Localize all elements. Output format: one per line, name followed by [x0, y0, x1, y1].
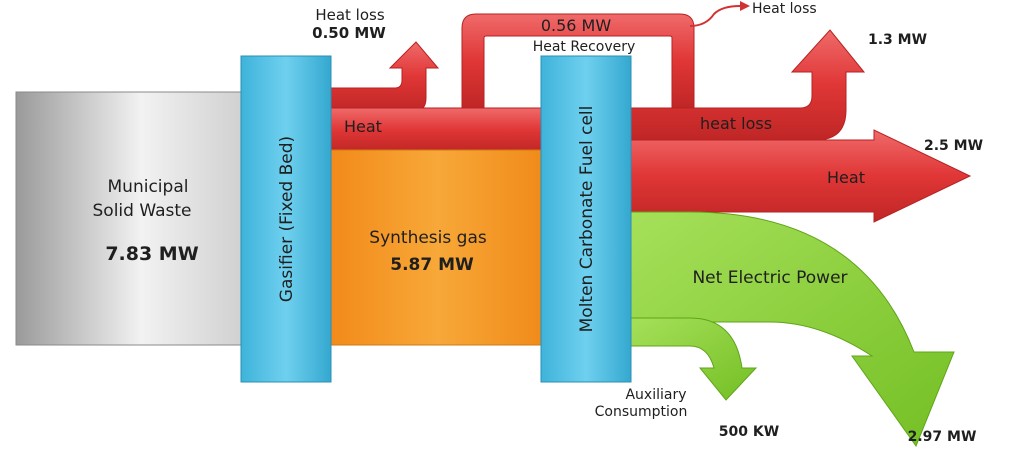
synthesis-gas-label: Synthesis gas	[369, 228, 487, 248]
heat-recovery-label: Heat Recovery	[533, 39, 636, 55]
net-electric-label: Net Electric Power	[692, 268, 847, 288]
waste-block	[15, 91, 245, 346]
heat-loss-line-top	[689, 5, 741, 27]
auxiliary-label-line1: Auxiliary	[625, 387, 686, 403]
auxiliary-value: 500 KW	[719, 424, 779, 440]
heat-loss-top-label: Heat loss	[752, 1, 817, 17]
waste-value: 7.83 MW	[105, 243, 198, 265]
heat-band	[329, 107, 546, 153]
gasifier-box	[240, 55, 332, 383]
auxiliary-arrow	[627, 317, 758, 401]
heat-loss-arrow-gasifier	[329, 41, 440, 113]
waste-label-line2: Solid Waste	[93, 201, 192, 221]
net-electric-value: 2.97 MW	[908, 429, 977, 445]
fuel-cell-label: Molten Carbonate Fuel cell	[577, 106, 597, 333]
heat-loss-fc-label: heat loss	[700, 114, 772, 133]
fuel-cell-box	[540, 55, 632, 383]
synthesis-gas-band	[329, 149, 546, 346]
heat-output-arrow	[627, 129, 972, 223]
heat-label: Heat	[344, 117, 382, 136]
heat-loss-gasifier-value: 0.50 MW	[312, 24, 386, 42]
gasifier-label: Gasifier (Fixed Bed)	[277, 136, 297, 302]
waste-label-line1: Municipal	[108, 177, 189, 197]
net-electric-arrow	[627, 211, 955, 448]
heat-loss-fc-value: 1.3 MW	[868, 32, 927, 48]
auxiliary-label-line2: Consumption	[595, 404, 688, 420]
synthesis-gas-value: 5.87 MW	[390, 255, 474, 275]
heat-loss-line-arrowhead	[740, 1, 750, 11]
heat-out-value: 2.5 MW	[924, 138, 983, 154]
heat-loss-arrow-fuel-cell	[627, 29, 866, 141]
heat-out-label: Heat	[827, 168, 865, 187]
heat-loss-gasifier-label: Heat loss	[315, 6, 385, 24]
heat-recovery-value: 0.56 MW	[541, 16, 612, 35]
